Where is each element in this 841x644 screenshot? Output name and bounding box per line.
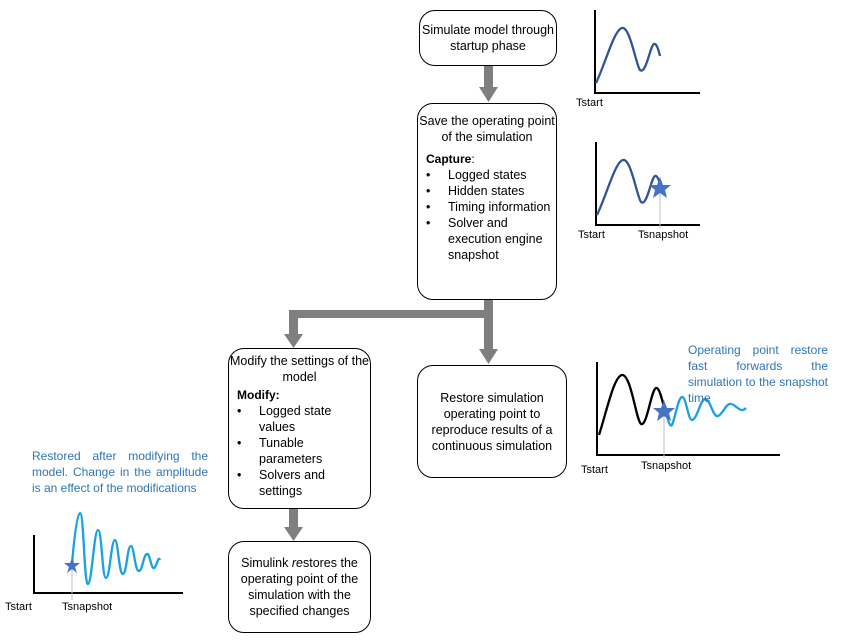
chart-modified-x-label-snapshot: Tsnapshot [62,601,113,613]
chart-modified [33,511,183,600]
step-simulate-text: Simulate model through startup phase [421,23,555,53]
axes [33,535,183,594]
arrow-modify-to-simulink [284,509,303,541]
step-modify-title: Modify the settings of the model [230,354,369,384]
step-save-sub-label: Capture: [426,152,475,166]
step-restore-text: Restore simulation operating point to re… [431,390,553,453]
list-item: Solvers and settings [237,467,370,499]
arrow-simulate-to-save [479,66,498,102]
step-simulate-box: Simulate model through startup phase [419,10,557,66]
curve-restored [663,395,747,427]
chart-snapshot [595,142,700,228]
curve-original [597,373,667,436]
axes [595,142,700,226]
step-simulink-box: Simulink restores the operating point of… [228,541,371,633]
chart-startup-x-label: Tstart [576,97,603,109]
list-item: Solver and execution engine snapshot [426,215,556,263]
list-item: Hidden states [426,183,556,199]
chart-modified-note: Restored after modifying the model. Chan… [32,449,208,495]
star-icon [653,400,675,421]
list-item: Logged state values [237,403,370,435]
curve-snapshot [595,158,663,216]
chart-snapshot-x-label-snapshot: Tsnapshot [638,229,689,241]
star-icon [64,558,80,573]
capture-list: Logged states Hidden states Timing infor… [418,167,556,263]
chart-fast-forward-x-label-start: Tstart [581,464,608,476]
step-save-title: Save the operating point of the simulati… [419,114,555,144]
chart-fast-forward-x-label-snapshot: Tsnapshot [641,460,692,472]
axes [596,362,780,456]
step-restore-box: Restore simulation operating point to re… [417,365,567,478]
list-item: Tunable parameters [237,435,370,467]
curve-startup [594,26,662,84]
chart-startup [594,10,700,94]
arrow-save-split [284,300,498,364]
step-save-box: Save the operating point of the simulati… [417,103,557,300]
axes [594,10,700,94]
step-simulink-text: Simulink restores the operating point of… [240,556,359,618]
chart-snapshot-x-label-start: Tstart [578,229,605,241]
step-modify-sub-label: Modify: [237,388,280,402]
list-item: Logged states [426,167,556,183]
chart-modified-x-label-start: Tstart [5,601,32,613]
step-modify-box: Modify the settings of the model Modify:… [228,348,371,509]
curve-modified [70,511,162,586]
modify-list: Logged state values Tunable parameters S… [229,403,370,499]
star-icon [649,177,671,198]
chart-fast-forward-note: Operating point restore fast forwards th… [688,343,828,405]
chart-fast-forward [596,362,780,458]
list-item: Timing information [426,199,556,215]
